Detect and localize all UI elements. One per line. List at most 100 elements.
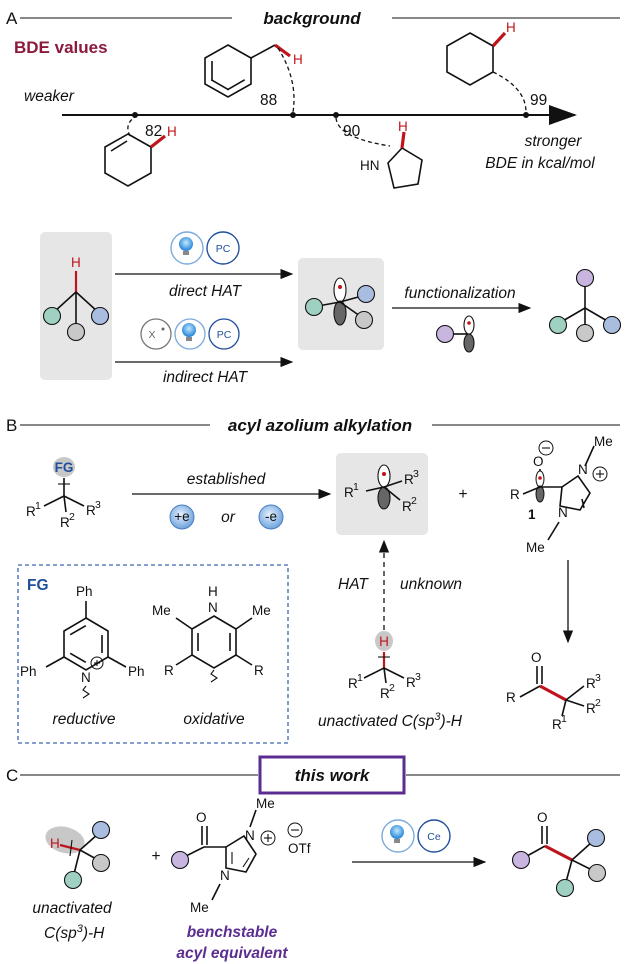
svg-text:O: O: [537, 810, 548, 825]
cyclohexene-structure: H: [104, 116, 177, 187]
unactivated-csp3-label: unactivated C(sp3)-H: [318, 711, 463, 730]
svg-text:R: R: [510, 487, 520, 502]
svg-text:R: R: [344, 485, 354, 500]
hat-label: HAT: [338, 576, 369, 593]
svg-text:2: 2: [411, 495, 417, 507]
svg-text:Me: Me: [594, 434, 613, 449]
svg-text:1: 1: [561, 713, 567, 725]
svg-text:Ph: Ph: [76, 584, 93, 599]
svg-text:R: R: [506, 690, 516, 705]
svg-text:R: R: [348, 676, 358, 691]
fg-label: FG: [55, 460, 74, 475]
svg-text:R: R: [404, 472, 414, 487]
svg-text:H: H: [379, 634, 389, 649]
svg-text:Me: Me: [256, 796, 275, 811]
fg-substrate: FG R 1 R 3 R 2: [26, 457, 101, 530]
svg-text:3: 3: [413, 468, 419, 480]
fg-examples-box: [17, 564, 289, 744]
ketone-product-c: O: [511, 810, 607, 898]
svg-text:1: 1: [35, 500, 41, 512]
substrate-structure: H: [42, 255, 110, 342]
this-work-box: [258, 755, 406, 795]
indirect-pc-cycle: X PC: [140, 318, 240, 350]
svg-text:3: 3: [415, 671, 421, 683]
indirect-hat-label: indirect HAT: [163, 369, 249, 386]
bde-88: 88: [260, 92, 277, 109]
svg-text:N: N: [220, 868, 230, 883]
bde-unit-label: BDE in kcal/mol: [485, 155, 595, 172]
svg-text:N: N: [245, 828, 255, 843]
oxidative-label: oxidative: [183, 711, 245, 728]
section-b: B acyl azolium alkylation FG R 1 R 3 R 2…: [6, 416, 620, 744]
svg-text:O: O: [533, 454, 544, 469]
radical-structure: [304, 277, 376, 330]
lightbulb-icon: [182, 323, 196, 337]
svg-text:R: R: [86, 503, 96, 518]
svg-text:R: R: [552, 717, 562, 732]
radical-reagent: [435, 315, 475, 353]
unactivated-label: unactivated: [32, 900, 113, 917]
svg-text:Me: Me: [526, 540, 545, 555]
cyclohexane-h: H: [506, 20, 516, 35]
svg-text:2: 2: [389, 682, 395, 694]
alkyl-radical: R 1 R 3 R 2: [344, 464, 419, 514]
substrate-h: H: [71, 255, 81, 270]
substrate-c: H: [45, 820, 111, 890]
svg-text:2: 2: [595, 697, 601, 709]
plus-sign: +: [458, 486, 467, 503]
svg-text:Ph: Ph: [128, 664, 145, 679]
otf-label: OTf: [288, 841, 311, 856]
svg-text:R: R: [26, 504, 36, 519]
svg-text:R: R: [164, 663, 174, 678]
section-b-title: acyl azolium alkylation: [228, 416, 412, 435]
svg-text:N: N: [558, 505, 568, 520]
ce-label: Ce: [427, 831, 441, 843]
section-a-title: background: [263, 9, 361, 28]
section-c-title: this work: [295, 766, 371, 785]
acyl-azolium-radical: O R N Me N Me 1: [510, 434, 613, 555]
lightbulb-icon: [179, 237, 193, 251]
svg-text:R: R: [586, 701, 596, 716]
section-b-letter: B: [6, 416, 17, 435]
svg-text:O: O: [196, 810, 207, 825]
cyclohexane-structure: H: [446, 20, 527, 113]
direct-pc-cycle: PC: [170, 231, 240, 265]
toluene-h: H: [293, 52, 303, 67]
svg-text:R: R: [402, 499, 412, 514]
svg-text:3: 3: [595, 672, 601, 684]
svg-text:N: N: [81, 670, 91, 685]
pyrrolidine-h: H: [398, 119, 408, 134]
plus-electron-label: +e: [174, 509, 189, 524]
svg-text:R: R: [254, 663, 264, 678]
svg-text:3: 3: [95, 499, 101, 511]
bde-values-title: BDE values: [14, 38, 108, 57]
or-label: or: [221, 509, 236, 526]
benchstable-label: benchstable: [187, 924, 278, 941]
section-a: A background BDE values weaker stronger …: [6, 9, 622, 386]
x-radical-label: X: [148, 329, 155, 341]
stronger-label: stronger: [525, 133, 583, 150]
established-label: established: [187, 471, 267, 488]
compound-1-label: 1: [528, 507, 536, 522]
section-c: C this work H unactivated C(sp3)-H + O: [6, 755, 620, 962]
bde-82: 82: [145, 123, 162, 140]
svg-text:R: R: [60, 515, 70, 530]
csp3-label: C(sp3)-H: [44, 923, 105, 942]
acyl-equivalent-label: acyl equivalent: [176, 945, 288, 962]
svg-text:N: N: [208, 600, 218, 615]
svg-text:H: H: [50, 836, 60, 851]
cyclohexene-h: H: [167, 124, 177, 139]
bde-90: 90: [343, 123, 361, 140]
weaker-label: weaker: [24, 88, 75, 105]
direct-hat-label: direct HAT: [169, 283, 243, 300]
unknown-label: unknown: [400, 576, 462, 593]
acyl-azolium-reagent: O N Me N Me OTf: [170, 796, 311, 915]
pyrrolidine-hn: HN: [360, 158, 380, 173]
svg-text:Me: Me: [190, 900, 209, 915]
functionalized-product: [548, 268, 622, 343]
minus-electron-label: -e: [265, 509, 277, 524]
svg-text:O: O: [531, 650, 542, 665]
reductive-label: reductive: [53, 711, 116, 728]
